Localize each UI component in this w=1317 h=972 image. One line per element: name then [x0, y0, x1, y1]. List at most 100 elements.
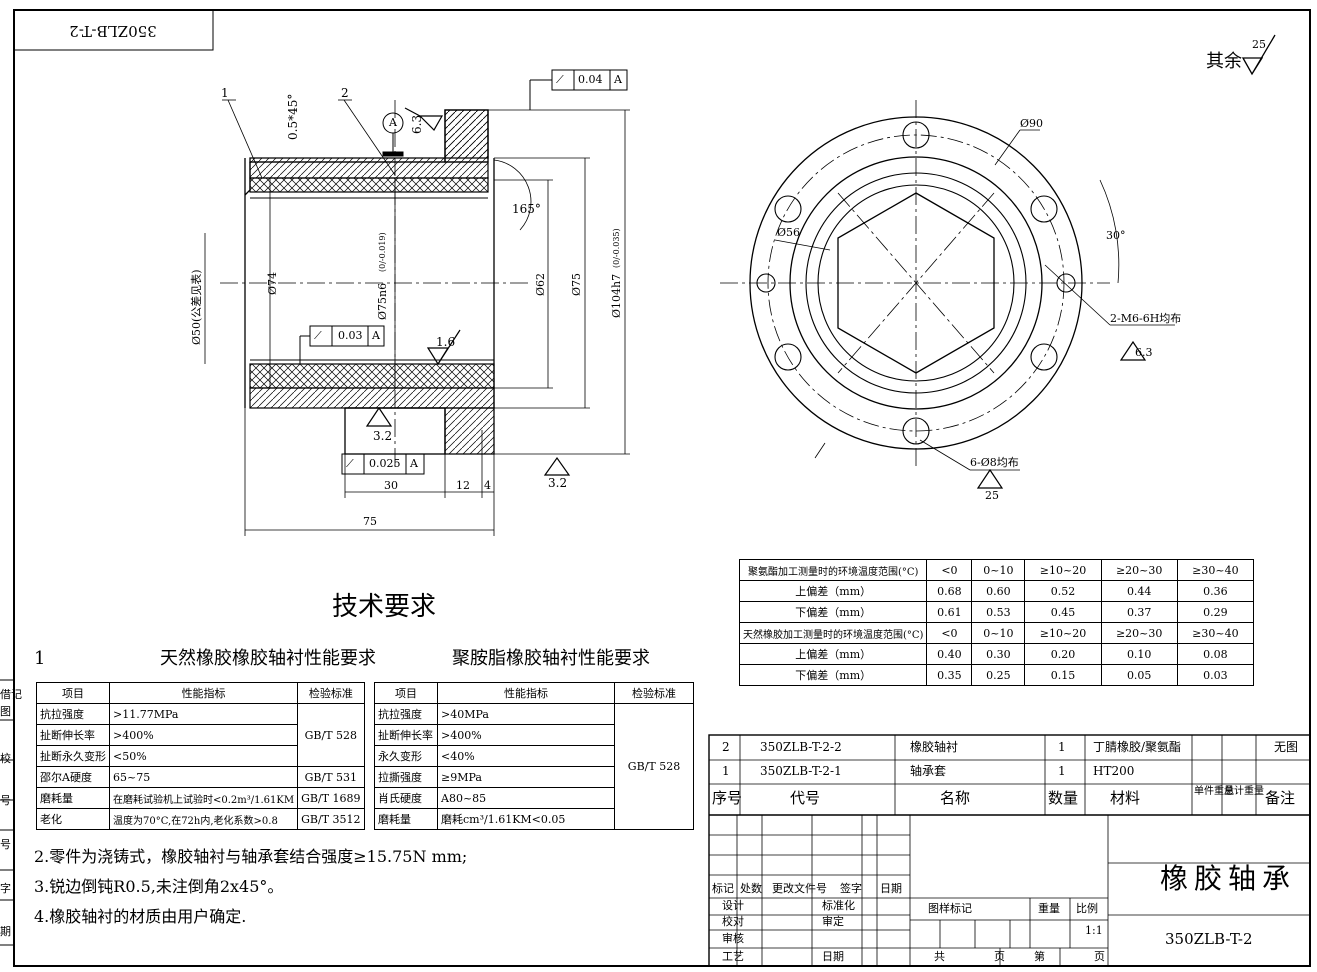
dim-d104: Ø104h7 — [610, 273, 623, 318]
natural-cell: GB/T 531 — [297, 766, 365, 788]
bom-cell: 1 — [1058, 764, 1066, 778]
thread-callout: 2-M6-6H均布 — [1110, 312, 1182, 325]
tb-label: 校对 — [722, 915, 744, 928]
bom-header: 数量 — [1048, 789, 1079, 807]
balloon-2: 2 — [341, 86, 349, 100]
margin-label: 校 — [0, 752, 11, 765]
tb-label: 签字 — [840, 882, 862, 895]
natural-cell: >400% — [108, 724, 299, 746]
temp-header: <0 — [926, 559, 973, 581]
natural-cell: 扯断伸长率 — [36, 724, 110, 746]
bom-cell: 丁腈橡胶/聚氨酯 — [1093, 740, 1182, 754]
natural-cell: 邵尔A硬度 — [36, 766, 110, 788]
temp-header: ≥30~40 — [1176, 622, 1255, 644]
mirrored-code: 350ZLB-T-2 — [69, 22, 157, 40]
natural-header: 检验标准 — [297, 682, 365, 704]
temp-header: <0 — [926, 622, 973, 644]
natural-header: 项目 — [36, 682, 110, 704]
temp-label: 上偏差（mm） — [738, 580, 928, 602]
natural-header: 性能指标 — [108, 682, 299, 704]
temp-cell: 0.10 — [1100, 643, 1178, 665]
temp-cell: 0.20 — [1024, 643, 1102, 665]
title-block-lines — [708, 734, 1311, 967]
natural-cell: GB/T 3512 — [297, 808, 365, 830]
tb-label: 处数 — [740, 882, 762, 895]
dim-d75: Ø75 — [570, 272, 583, 296]
balloon-1: 1 — [221, 86, 229, 100]
scale-value: 1:1 — [1085, 924, 1103, 937]
dim-d56: Ø56 — [777, 226, 801, 239]
roughness-top: 6.3 — [410, 114, 424, 134]
bom-header: 单件重量 — [1194, 786, 1234, 797]
tol-top-sym: ⟋ — [556, 73, 564, 86]
temp-label: 下偏差（mm） — [738, 664, 928, 686]
tech-item-1: 1 — [34, 648, 46, 669]
natural-cell: 抗拉强度 — [36, 703, 110, 725]
roughness-right: 3.2 — [548, 476, 568, 490]
tb-label: 页 — [994, 950, 1005, 963]
angle-165: 165° — [512, 202, 541, 216]
bom-header: 名称 — [940, 789, 971, 807]
natural-cell: 在磨耗试验机上试验时<0.2m³/1.61KM — [108, 787, 299, 809]
bom-cell: 2 — [722, 740, 730, 754]
bom-header: 序号 — [712, 789, 743, 807]
note-2: 2.零件为浇铸式，橡胶轴衬与轴承套结合强度≥15.75N mm; — [34, 847, 468, 866]
tb-label: 工艺 — [722, 950, 744, 963]
other-roughness-value: 25 — [1252, 38, 1266, 51]
tb-label: 共 — [934, 950, 945, 963]
natural-cell: GB/T 1689 — [297, 787, 365, 809]
bom-cell: 350ZLB-T-2-2 — [760, 740, 842, 754]
temp-header: ≥20~30 — [1100, 622, 1178, 644]
chamfer-label: 0.5*45° — [286, 93, 300, 140]
tb-label: 日期 — [880, 882, 902, 895]
holes-roughness: 25 — [985, 489, 999, 502]
tol-top-value: 0.04 — [578, 73, 603, 86]
temp-cell: 0.40 — [926, 643, 973, 665]
pu-cell: 永久变形 — [374, 745, 438, 767]
dim-len4: 4 — [484, 479, 491, 492]
tol-mid-sym: ⟋ — [314, 329, 322, 342]
pu-title: 聚胺脂橡胶轴衬性能要求 — [452, 648, 650, 669]
tb-label: 日期 — [822, 950, 844, 963]
temp-label: 天然橡胶加工测量时的环境温度范围(°C) — [738, 622, 928, 644]
tb-label: 审定 — [822, 915, 844, 928]
temp-cell: 0.53 — [971, 601, 1026, 623]
dim-d50: Ø50(公差见表) — [190, 269, 203, 345]
temp-cell: 0.15 — [1024, 664, 1102, 686]
natural-cell: <50% — [108, 745, 299, 767]
natural-cell: GB/T 528 — [297, 703, 365, 767]
tb-label: 重量 — [1038, 902, 1060, 915]
tb-label: 页 — [1094, 950, 1105, 963]
temp-cell: 0.52 — [1024, 580, 1102, 602]
temp-cell: 0.61 — [926, 601, 973, 623]
bom-cell: HT200 — [1093, 764, 1135, 778]
bom-cell: 橡胶轴衬 — [910, 740, 959, 754]
pu-cell: 磨耗cm³/1.61KM<0.05 — [437, 808, 615, 830]
tol-mid-value: 0.03 — [338, 329, 363, 342]
temp-cell: 0.25 — [971, 664, 1026, 686]
bom-cell: 1 — [1058, 740, 1066, 754]
pu-cell: ≥9MPa — [437, 766, 615, 788]
margin-label: 借记 — [0, 688, 22, 701]
tol-bot-value: 0.025 — [369, 457, 401, 470]
temp-cell: 0.37 — [1100, 601, 1178, 623]
bom-header: 总计重量 — [1224, 786, 1264, 797]
code-box — [13, 9, 214, 51]
temp-cell: 0.60 — [971, 580, 1026, 602]
holes-callout: 6-Ø8均布 — [970, 456, 1019, 469]
bom-header: 材料 — [1110, 789, 1141, 807]
note-3: 3.锐边倒钝R0.5,未注倒角2x45°。 — [34, 877, 284, 896]
tb-label: 第 — [1034, 950, 1045, 963]
temp-label: 下偏差（mm） — [738, 601, 928, 623]
temp-header: ≥30~40 — [1176, 559, 1255, 581]
temp-cell: 0.45 — [1024, 601, 1102, 623]
pu-cell: 扯断伸长率 — [374, 724, 438, 746]
pu-cell: A80~85 — [437, 787, 615, 809]
dim-len75: 75 — [363, 515, 377, 528]
front-angle: 30° — [1106, 229, 1126, 242]
temp-header: 0~10 — [971, 559, 1026, 581]
